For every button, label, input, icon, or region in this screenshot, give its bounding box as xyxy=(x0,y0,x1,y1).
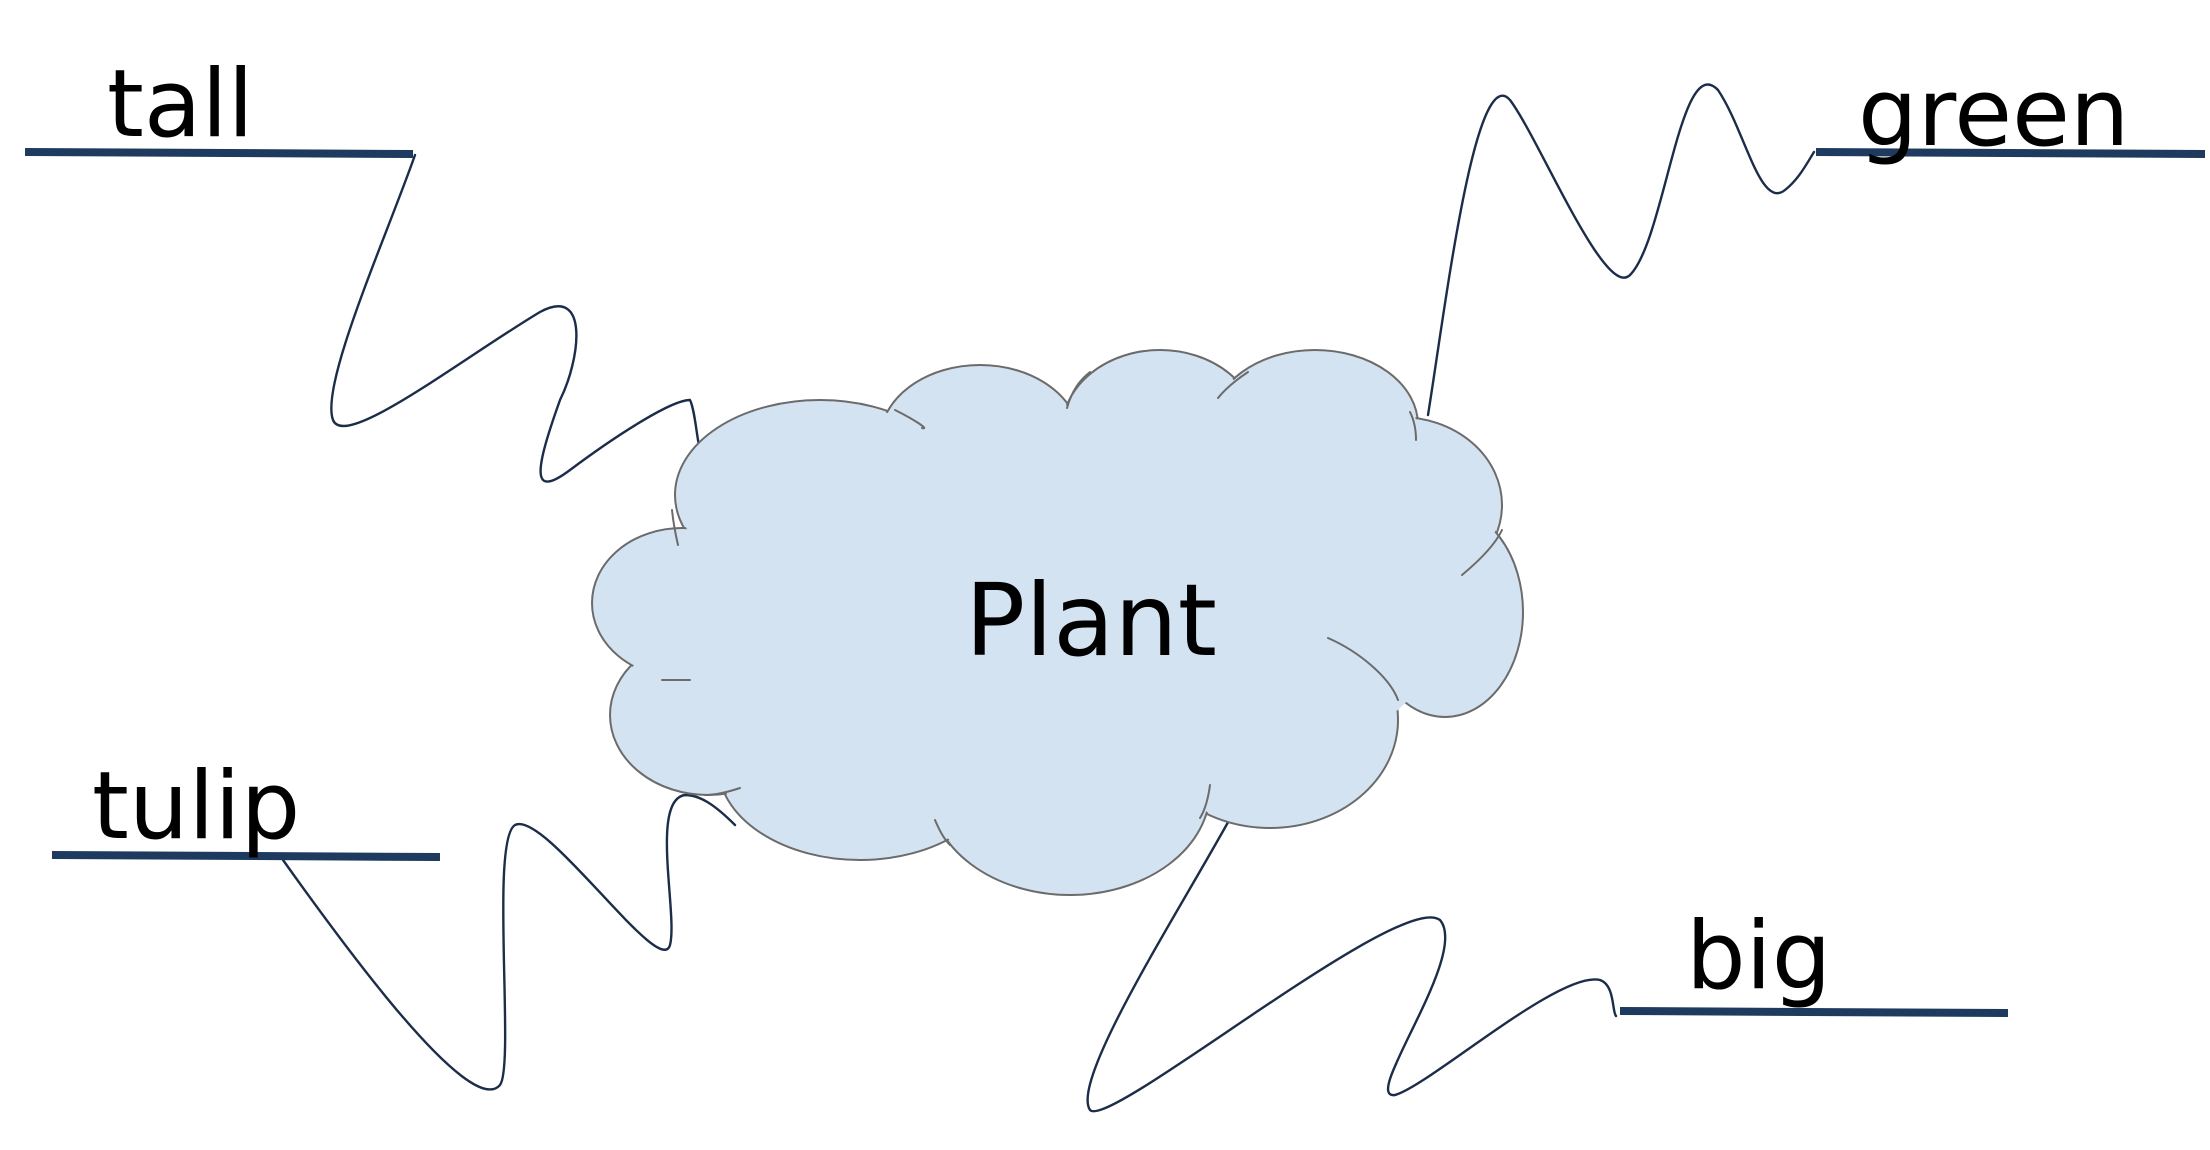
branch-label-green: green xyxy=(1858,59,2130,168)
branch-label-tall: tall xyxy=(107,50,254,159)
underline-tall xyxy=(24,148,414,158)
branch-label-tulip: tulip xyxy=(92,752,300,861)
branch-label-big: big xyxy=(1686,902,1831,1011)
connector-tall xyxy=(330,153,702,483)
center-cloud xyxy=(591,349,1524,896)
underline-big xyxy=(1619,1007,2009,1017)
connector-big xyxy=(1086,813,1618,1113)
underline-tulip xyxy=(51,851,441,861)
center-label: Plant xyxy=(965,562,1217,679)
connector-green xyxy=(1426,83,1816,417)
connector-tulip xyxy=(281,793,737,1091)
underline-green xyxy=(1815,148,2206,158)
